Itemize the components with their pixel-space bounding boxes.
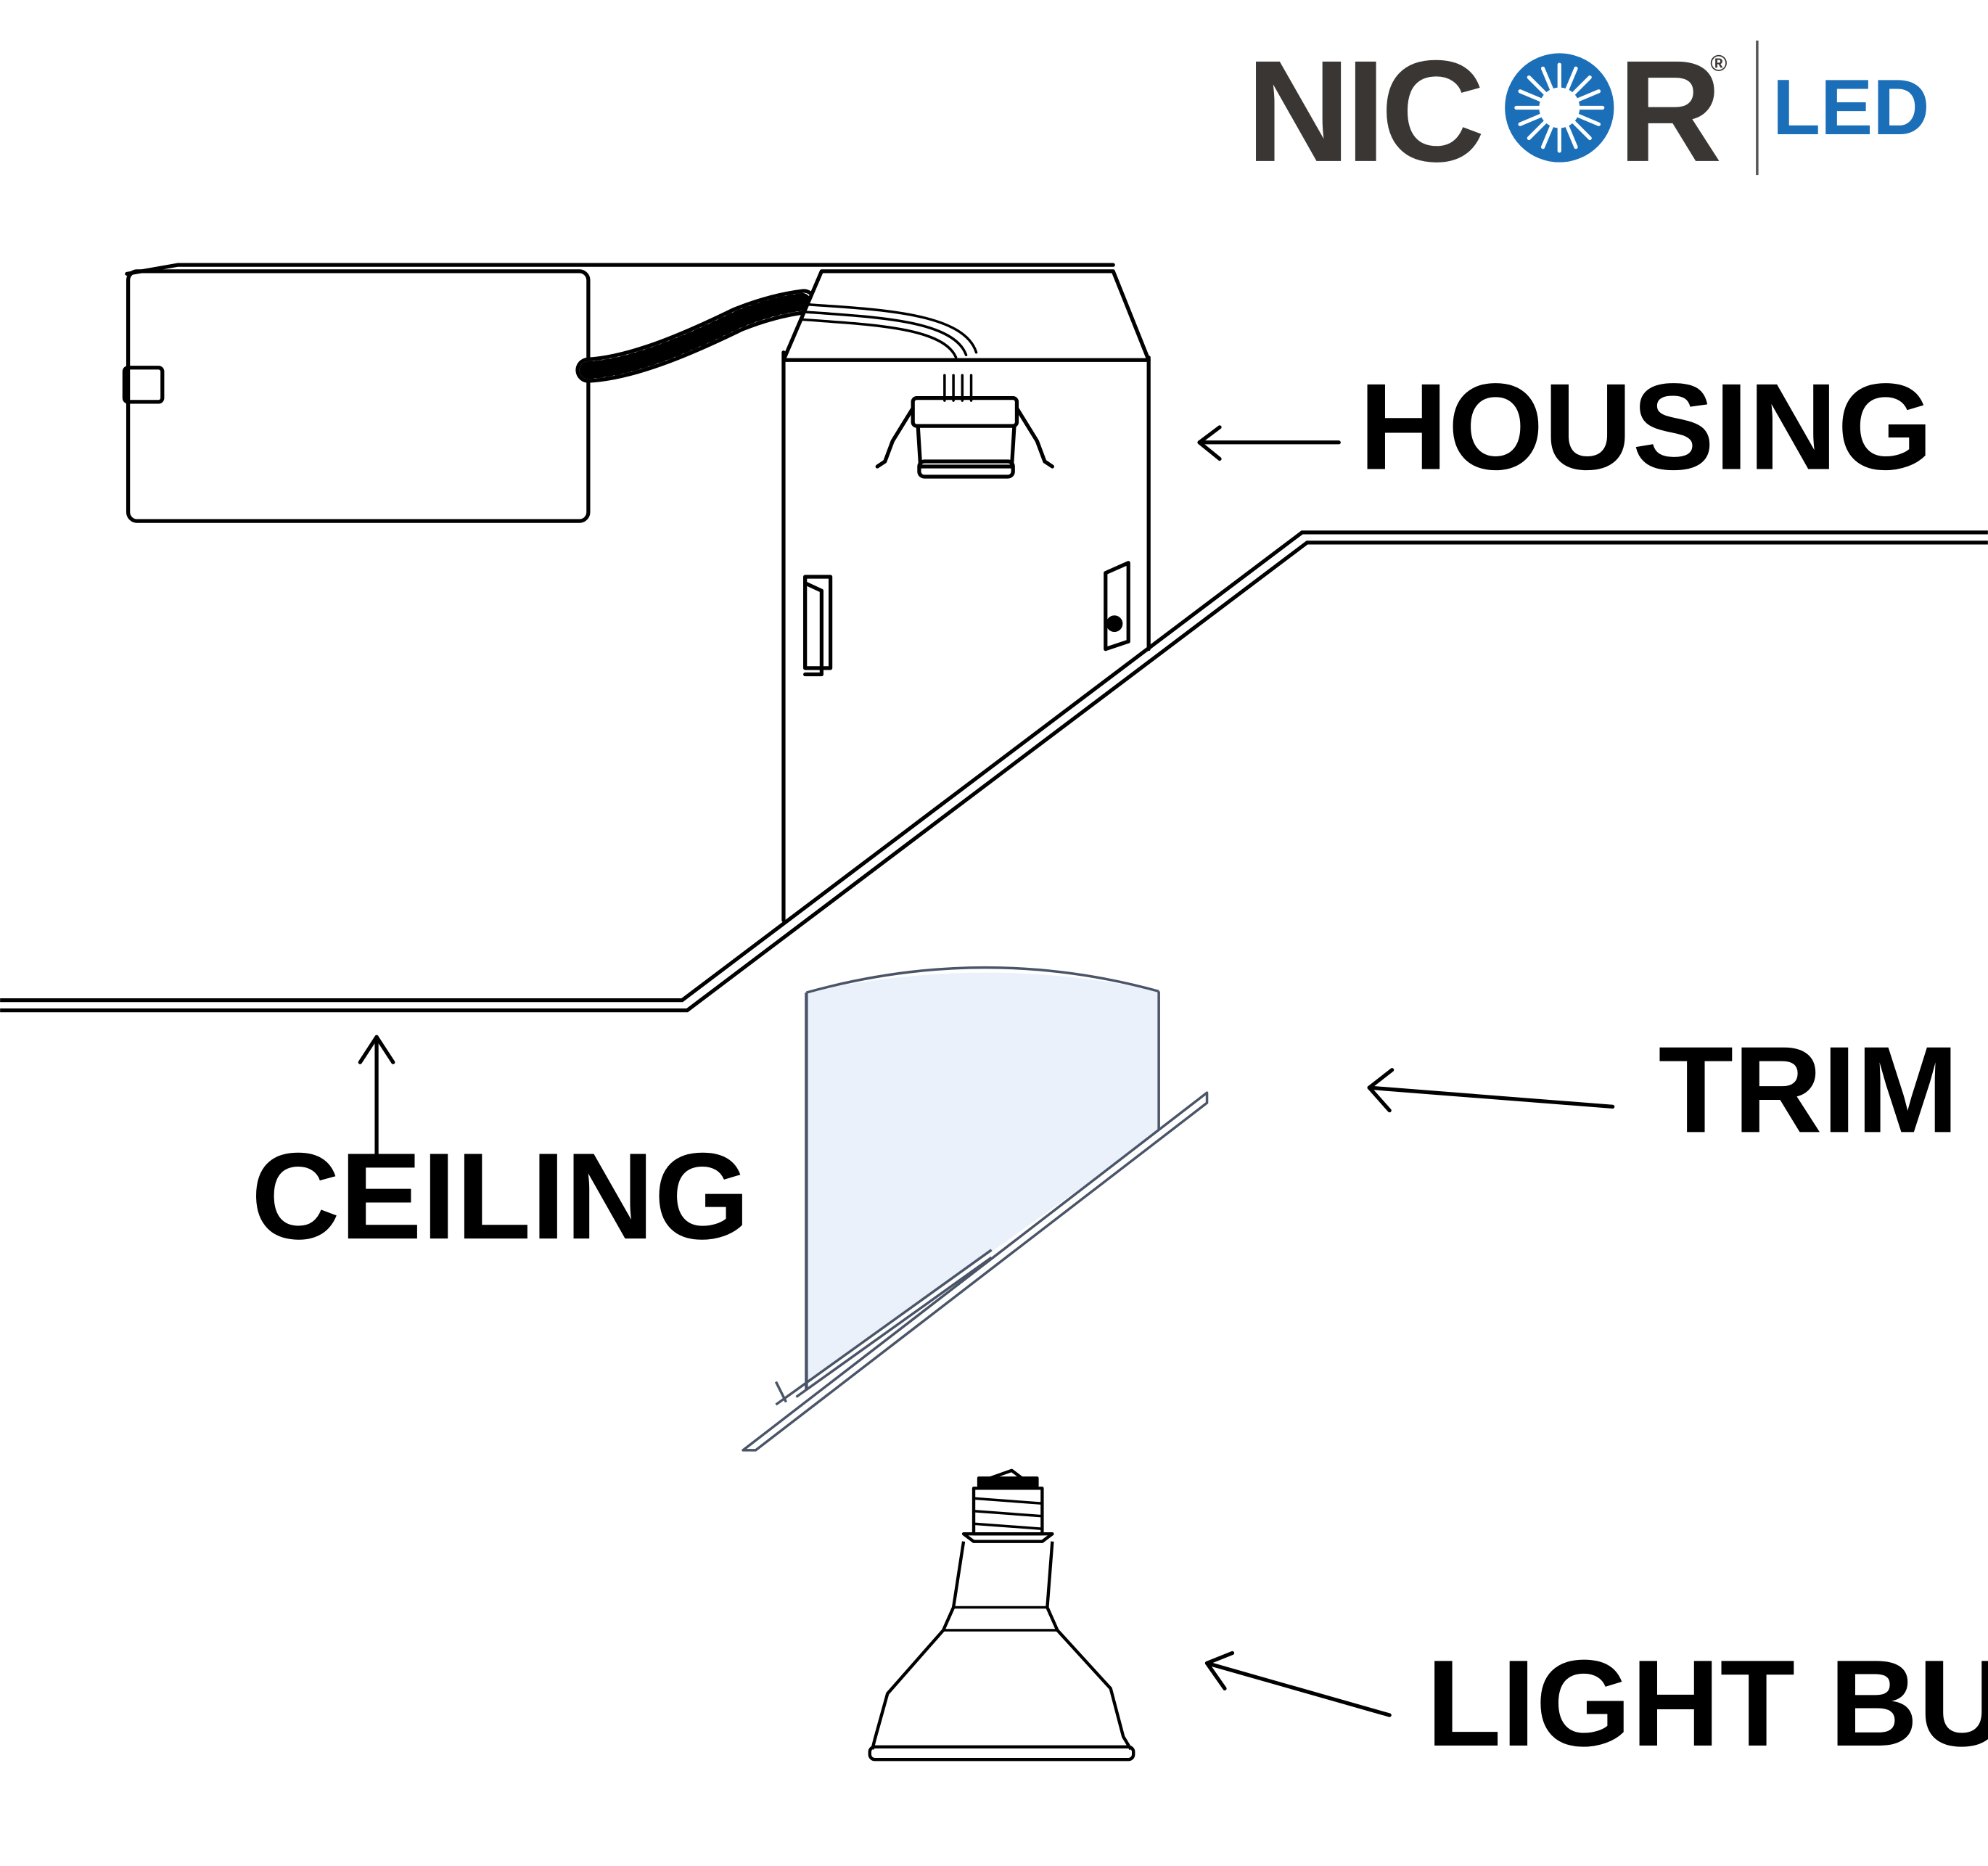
- light-bulb: [868, 1468, 1135, 1762]
- right-clip: [1104, 561, 1130, 652]
- housing-arrow: [1197, 425, 1341, 461]
- brand-sub: LED: [1773, 63, 1930, 151]
- trim-label: TRIM: [1659, 1021, 1959, 1158]
- housing: [781, 269, 1151, 923]
- socket: [875, 374, 1054, 479]
- brand-logo: NIC R ® LED: [1246, 31, 1930, 192]
- box-tab: [122, 366, 165, 404]
- housing-label: HOUSING: [1359, 358, 1933, 495]
- trim: [742, 966, 1209, 1452]
- ceiling-line: [0, 530, 1988, 1013]
- ceiling-arrow: [358, 1035, 395, 1166]
- star-o-icon: [1505, 53, 1614, 163]
- left-clip: [803, 575, 833, 677]
- light-bulb-arrow: [1204, 1651, 1392, 1717]
- flex-cable: [575, 289, 817, 383]
- registered-mark: ®: [1710, 51, 1727, 76]
- ceiling-label: CEILING: [251, 1127, 749, 1265]
- trim-arrow: [1367, 1068, 1615, 1113]
- brand-name-part2: R: [1618, 31, 1722, 192]
- light-bulb-label: LIGHT BULB: [1426, 1635, 1988, 1772]
- junction-box: [122, 269, 591, 523]
- brand-name-part1: NIC: [1246, 31, 1482, 192]
